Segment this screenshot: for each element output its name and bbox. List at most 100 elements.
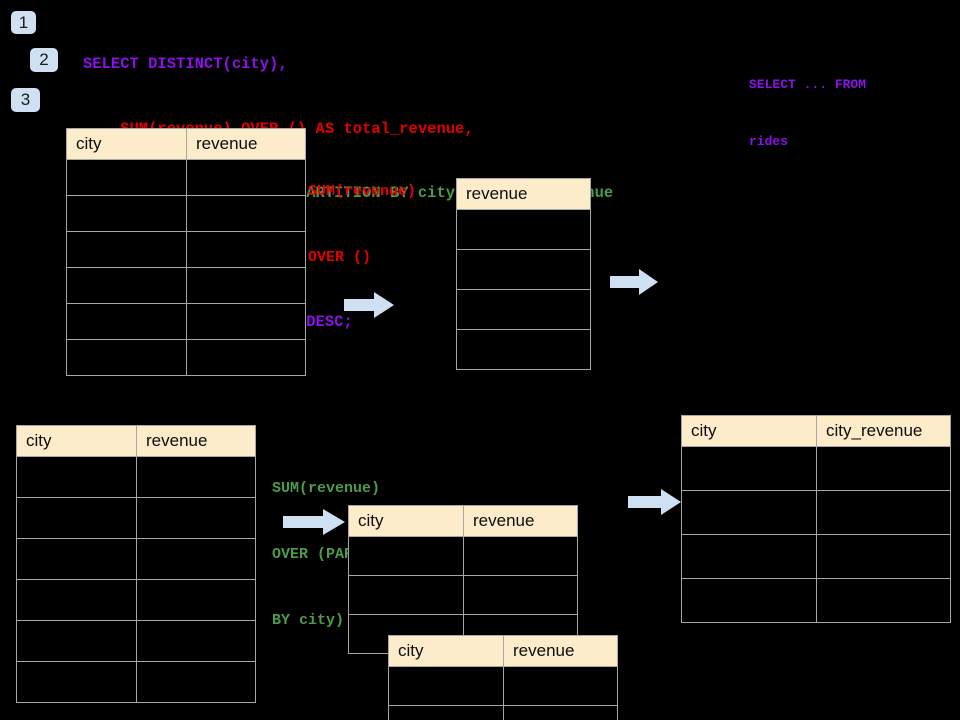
table-row (66, 267, 306, 304)
table-row (456, 329, 591, 370)
cell-city (16, 661, 137, 703)
table-header-row: revenue (456, 178, 591, 210)
table-row (16, 456, 256, 498)
cell-city (348, 536, 464, 576)
table-row (348, 536, 578, 576)
table-row (16, 620, 256, 662)
cell-revenue (503, 666, 618, 706)
table-rides-source-top: city revenue (66, 128, 306, 376)
table-partition-group-front: city revenue (388, 635, 618, 720)
table-total-revenue: revenue (456, 178, 591, 370)
table-header-row: city revenue (16, 425, 256, 457)
column-header-city: city (388, 635, 504, 667)
cell-revenue (136, 538, 256, 580)
table-row (66, 159, 306, 196)
cell-city-revenue (816, 578, 951, 623)
step-badge-2: 2 (30, 48, 58, 72)
side-note-line-1: SELECT ... FROM (749, 77, 867, 92)
cell-revenue (136, 456, 256, 498)
arrow-right-icon-total-to-result (610, 269, 658, 295)
step-badge-1-label: 1 (18, 13, 29, 32)
cell-city (66, 231, 187, 268)
cell-city (388, 705, 504, 720)
cell-city (681, 490, 817, 535)
cell-city (16, 497, 137, 539)
table-rides-source-bottom: city revenue (16, 425, 256, 703)
column-header-revenue: revenue (136, 425, 256, 457)
table-row (388, 705, 618, 720)
cell-city (66, 267, 187, 304)
table-row (681, 446, 951, 491)
arrow-right-icon-source-to-partition (283, 509, 345, 535)
step-badge-2-label: 2 (39, 50, 49, 69)
cell-city (16, 620, 137, 662)
column-header-revenue: revenue (503, 635, 618, 667)
table-header-row: city revenue (348, 505, 578, 537)
table-row (681, 534, 951, 579)
column-header-revenue: revenue (463, 505, 578, 537)
cell-revenue (186, 231, 306, 268)
annotation-over-empty-line-1: SUM(revenue) (308, 183, 417, 200)
cell-city (66, 339, 187, 376)
table-header-row: city city_revenue (681, 415, 951, 447)
annotation-over-empty: SUM(revenue) OVER () (308, 137, 416, 313)
cell-revenue (186, 303, 306, 340)
table-row (348, 575, 578, 615)
cell-revenue (456, 249, 591, 290)
cell-revenue (186, 339, 306, 376)
side-note-select-from: SELECT ... FROM rides (749, 37, 866, 189)
cell-revenue (186, 159, 306, 196)
table-row (16, 661, 256, 703)
table-final-result: city city_revenue (681, 415, 951, 623)
cell-revenue (136, 620, 256, 662)
cell-city (681, 534, 817, 579)
cell-city-revenue (816, 534, 951, 579)
cell-revenue (503, 705, 618, 720)
cell-revenue (186, 267, 306, 304)
table-row (681, 578, 951, 623)
cell-city (16, 579, 137, 621)
step-badge-1: 1 (11, 11, 36, 34)
column-header-city: city (681, 415, 817, 447)
cell-city (16, 538, 137, 580)
cell-revenue (463, 575, 578, 615)
cell-city-revenue (816, 490, 951, 535)
table-header-row: city revenue (66, 128, 306, 160)
cell-revenue (136, 497, 256, 539)
cell-city (348, 575, 464, 615)
table-row (456, 289, 591, 330)
step-badge-3: 3 (11, 88, 40, 112)
table-row (681, 490, 951, 535)
column-header-revenue: revenue (456, 178, 591, 210)
table-row (16, 579, 256, 621)
annotation-partition-line-3: BY city) (272, 612, 345, 629)
table-row (66, 339, 306, 376)
cell-city-revenue (816, 446, 951, 491)
cell-revenue (136, 661, 256, 703)
table-header-row: city revenue (388, 635, 618, 667)
arrow-right-icon-source-to-total (344, 292, 394, 318)
cell-city (66, 159, 187, 196)
cell-city (681, 446, 817, 491)
cell-revenue (456, 209, 591, 250)
table-row (16, 497, 256, 539)
table-partition-group-back: city revenue (348, 505, 578, 654)
table-row (16, 538, 256, 580)
column-header-city: city (16, 425, 137, 457)
table-row (66, 195, 306, 232)
cell-revenue (136, 579, 256, 621)
table-row (456, 209, 591, 250)
annotation-partition-line-1: SUM(revenue) (272, 480, 381, 497)
column-header-city: city (66, 128, 187, 160)
cell-city (16, 456, 137, 498)
table-row (66, 303, 306, 340)
cell-city (66, 195, 187, 232)
side-note-line-2: rides (749, 134, 789, 149)
cell-city (681, 578, 817, 623)
annotation-over-empty-line-2: OVER () (308, 249, 372, 266)
cell-revenue (186, 195, 306, 232)
cell-city (388, 666, 504, 706)
column-header-city-revenue: city_revenue (816, 415, 951, 447)
column-header-revenue: revenue (186, 128, 306, 160)
